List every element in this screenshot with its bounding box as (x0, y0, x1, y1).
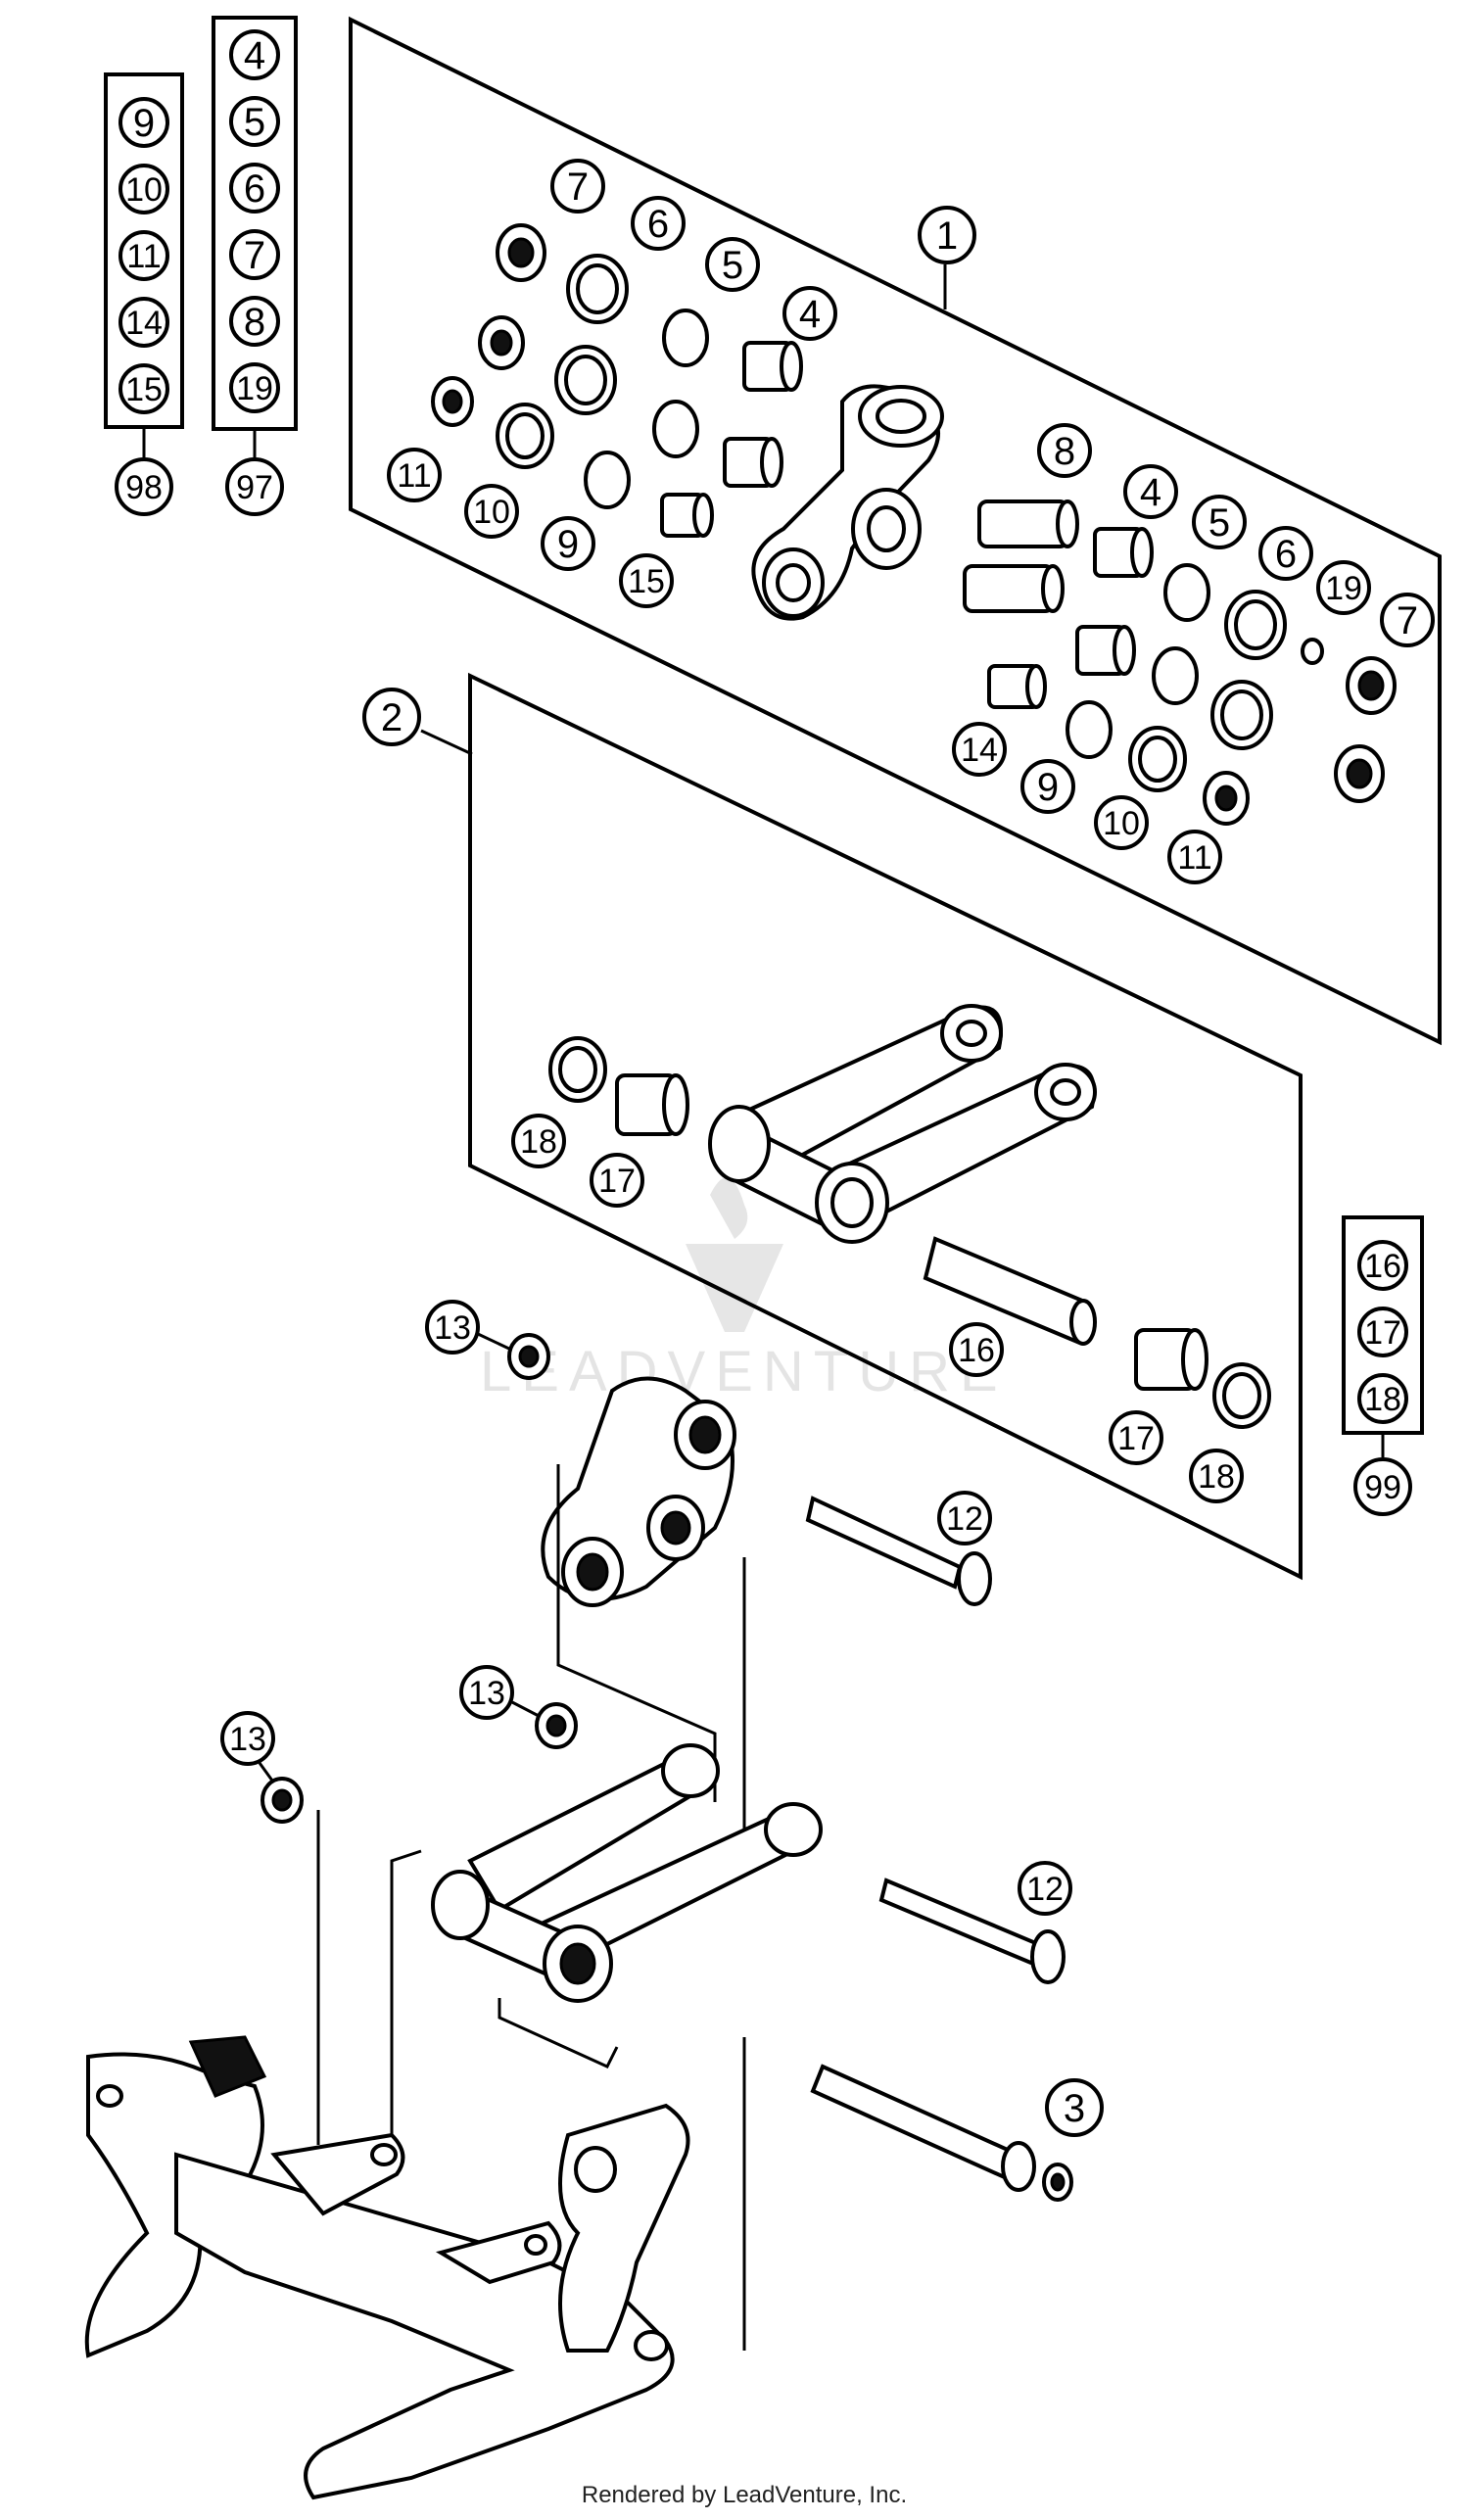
kit-box-97 (212, 16, 298, 460)
callout-2: 2 (381, 696, 403, 739)
kit98-items: 9 10 11 14 15 98 (115, 97, 173, 516)
kit97-items: 4 5 6 7 8 19 97 (225, 29, 284, 516)
callout-9a: 9 (557, 523, 579, 566)
footer-credit: Rendered by LeadVenture, Inc. (582, 2482, 907, 2508)
callout-10a: 10 (473, 494, 510, 531)
callout-4a: 4 (799, 293, 821, 336)
kit98-item-3: 14 (125, 305, 163, 342)
kit98-item-0: 9 (133, 102, 155, 145)
callout-5a: 5 (722, 244, 743, 287)
callout-9b: 9 (1037, 766, 1059, 809)
callout-15a: 15 (628, 563, 665, 600)
callout-16a: 16 (958, 1332, 995, 1369)
callouts: 9 10 11 14 15 98 4 5 6 7 8 19 97 16 17 1… (115, 29, 1435, 2137)
kit-panel-1 (349, 16, 1442, 1046)
callout-19b: 19 (1325, 570, 1362, 607)
callout-4b: 4 (1140, 471, 1161, 514)
callout-3: 3 (1064, 2087, 1085, 2130)
kit-box-98 (104, 72, 184, 460)
panel2-parts (548, 1004, 1271, 1429)
kit98-item-4: 15 (125, 371, 163, 408)
callout-1: 1 (936, 214, 958, 258)
callout-18b: 18 (1198, 1458, 1235, 1496)
kit97-item-5: 19 (236, 370, 273, 407)
kit97-item-3: 7 (244, 234, 265, 277)
watermark-logo (686, 1177, 783, 1332)
kit97-item-4: 8 (244, 301, 265, 344)
kit98-item-1: 10 (125, 171, 163, 209)
callout-6b: 6 (1275, 533, 1297, 576)
callout-8b: 8 (1054, 430, 1075, 473)
callout-12a: 12 (946, 1500, 983, 1538)
kit97-item-1: 5 (244, 101, 265, 144)
callout-11a: 11 (397, 457, 431, 495)
callout-13c: 13 (229, 1721, 266, 1758)
kit98-item-2: 11 (126, 238, 161, 275)
kit97-item-0: 4 (244, 34, 265, 77)
callout-10b: 10 (1103, 805, 1140, 842)
callout-11b: 11 (1177, 839, 1211, 877)
kit97-item-2: 6 (244, 167, 265, 211)
callout-14b: 14 (961, 732, 998, 769)
kit-box-99 (1342, 1215, 1424, 1457)
callout-7b: 7 (1397, 599, 1418, 642)
callout-13a: 13 (434, 1309, 471, 1347)
callout-7a: 7 (567, 166, 589, 209)
callout-17b: 17 (1117, 1420, 1155, 1457)
kit99-items: 16 17 18 99 (1353, 1240, 1412, 1516)
kit99-item-1: 17 (1364, 1314, 1401, 1352)
watermark-text: LEADVENTURE (480, 1340, 1008, 1403)
lower-assembly (84, 1333, 1073, 2500)
callout-13b: 13 (468, 1675, 505, 1712)
callout-5b: 5 (1208, 501, 1230, 545)
callout-12b: 12 (1026, 1871, 1064, 1908)
kit99-item-2: 18 (1364, 1381, 1401, 1418)
kit98-label: 98 (125, 469, 163, 506)
kit-panel-2 (420, 672, 1303, 1581)
kit99-item-0: 16 (1364, 1248, 1401, 1285)
kit97-label: 97 (236, 469, 273, 506)
callout-18a: 18 (520, 1123, 557, 1161)
callout-17a: 17 (598, 1163, 636, 1200)
panel1-parts (431, 223, 1397, 826)
kit99-label: 99 (1364, 1469, 1401, 1506)
callout-6a: 6 (647, 203, 669, 246)
